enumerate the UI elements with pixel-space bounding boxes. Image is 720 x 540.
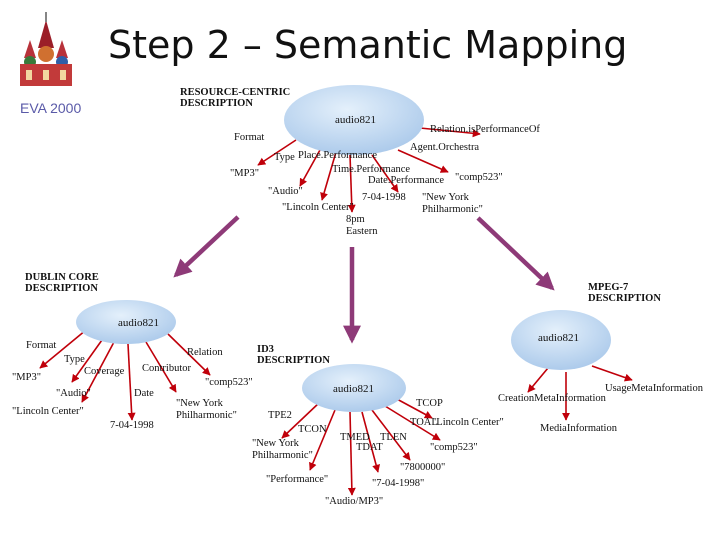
id3-comp523-value: "comp523"	[430, 442, 478, 453]
mpeg7-creation-label: CreationMetaInformation	[498, 393, 607, 404]
id3-tcop-label: TCOP	[416, 398, 443, 409]
id3-ny-value-line1: "New York	[252, 438, 300, 449]
id3-date-value: "7-04-1998"	[372, 478, 424, 489]
dc-node-label: audio821	[118, 317, 159, 329]
rc-date-value: 7-04-1998	[362, 192, 406, 203]
rc-format-label: Format	[234, 132, 264, 143]
dc-coverage-label: Coverage	[84, 366, 125, 377]
rc-date-label: Date.Performance	[368, 175, 444, 186]
id3-toal-label: TOAL	[410, 417, 438, 428]
id3-tpe2-label: TPE2	[268, 410, 292, 421]
dc-ny-value-line2: Philharmonic"	[176, 410, 237, 421]
id3-tmed-label: TMED	[340, 432, 370, 443]
arrow-to-dublin-core	[173, 215, 240, 278]
dc-comp523-value: "comp523"	[205, 377, 253, 388]
resource-centric-graph: RESOURCE-CENTRIC DESCRIPTION audio821 Re…	[180, 85, 540, 237]
mpeg7-graph: MPEG-7 DESCRIPTION audio821 UsageMetaInf…	[498, 282, 704, 434]
dc-lincoln-value: "Lincoln Center"	[12, 406, 84, 417]
rc-time-label: Time.Performance	[332, 164, 410, 175]
id3-header-line2: DESCRIPTION	[257, 355, 330, 366]
id3-node	[302, 364, 406, 412]
rc-ny-value-line1: "New York	[422, 192, 470, 203]
dc-mp3-value: "MP3"	[12, 372, 41, 383]
dc-header-line2: DESCRIPTION	[25, 283, 98, 294]
id3-graph: ID3 DESCRIPTION audio821 TCOP TPE2 TOAL …	[252, 344, 504, 507]
dc-audio-value: "Audio"	[56, 388, 91, 399]
dc-type-label: Type	[64, 354, 85, 365]
rc-node	[284, 85, 424, 155]
dc-relation-label: Relation	[187, 347, 223, 358]
id3-ny-value-line2: Philharmonic"	[252, 450, 313, 461]
id3-header-line1: ID3	[257, 344, 274, 355]
mpeg7-media-label: MediaInformation	[540, 423, 618, 434]
rc-node-label: audio821	[335, 114, 376, 126]
mpeg7-header-line2: DESCRIPTION	[588, 293, 661, 304]
id3-audio-mp3-value: "Audio/MP3"	[325, 496, 383, 507]
rc-mp3-value: "MP3"	[230, 168, 259, 179]
mpeg7-node-label: audio821	[538, 332, 579, 344]
dc-contributor-label: Contributor	[142, 363, 192, 374]
page-title: Step 2 – Semantic Mapping	[108, 23, 627, 67]
id3-tcon-label: TCON	[298, 424, 327, 435]
rc-header-line2: DESCRIPTION	[180, 98, 253, 109]
rc-type-label: Type	[274, 152, 295, 163]
dc-date-label: Date	[134, 388, 154, 399]
rc-time-value-line2: Eastern	[346, 226, 378, 237]
rc-audio-value: "Audio"	[268, 186, 303, 197]
id3-node-label: audio821	[333, 383, 374, 395]
rc-ny-value-line2: Philharmonic"	[422, 204, 483, 215]
rc-comp523-value: "comp523"	[455, 172, 503, 183]
rc-relation-label: Relation.isPerformanceOf	[430, 124, 540, 135]
rc-lincoln-value: "Lincoln Center"	[282, 202, 354, 213]
mpeg7-header-line1: MPEG-7	[588, 282, 628, 293]
rc-header-line1: RESOURCE-CENTRIC	[180, 87, 290, 98]
rc-time-value-line1: 8pm	[346, 214, 365, 225]
mpeg7-usage-label: UsageMetaInformation	[605, 383, 704, 394]
dc-header-line1: DUBLIN CORE	[25, 272, 99, 283]
dc-ny-value-line1: "New York	[176, 398, 224, 409]
kremlin-logo-icon	[20, 12, 72, 86]
arrow-to-mpeg7	[476, 216, 555, 291]
id3-length-value: "7800000"	[400, 462, 445, 473]
rc-agent-label: Agent.Orchestra	[410, 142, 479, 153]
dc-format-label: Format	[26, 340, 56, 351]
id3-performance-value: "Performance"	[266, 474, 328, 485]
id3-tlen-label: TLEN	[380, 432, 407, 443]
mpeg7-node	[511, 310, 611, 370]
id3-lincoln-value: "Lincoln Center"	[432, 417, 504, 428]
id3-tdat-label: TDAT	[356, 442, 383, 453]
dublin-core-graph: DUBLIN CORE DESCRIPTION audio821 Format …	[12, 272, 253, 431]
dc-date-value: 7-04-1998	[110, 420, 154, 431]
dc-node	[76, 300, 176, 344]
logo-caption: EVA 2000	[20, 100, 81, 116]
mapping-arrows	[173, 215, 555, 344]
rc-place-label: Place.Performance	[298, 150, 377, 161]
